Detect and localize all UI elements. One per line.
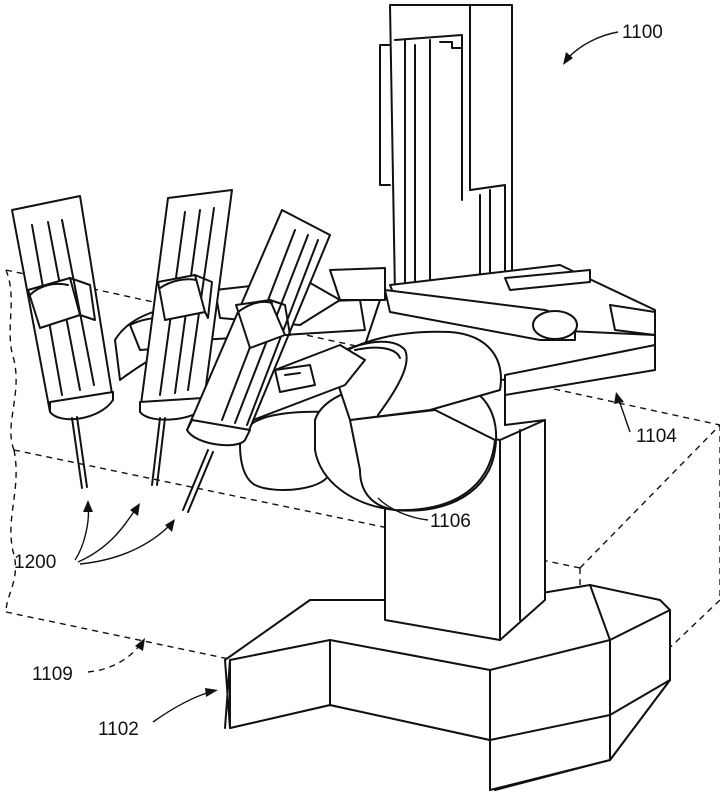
- label-table-platform: 1104: [636, 426, 677, 447]
- label-system: 1100: [622, 22, 663, 43]
- label-boundary-volume: 1109: [32, 664, 73, 685]
- label-base: 1102: [98, 719, 139, 740]
- label-arms: 1200: [14, 552, 56, 573]
- mast-tower: [380, 5, 512, 295]
- label-support-body: 1106: [430, 511, 471, 532]
- instrument-holder-left: [12, 196, 113, 488]
